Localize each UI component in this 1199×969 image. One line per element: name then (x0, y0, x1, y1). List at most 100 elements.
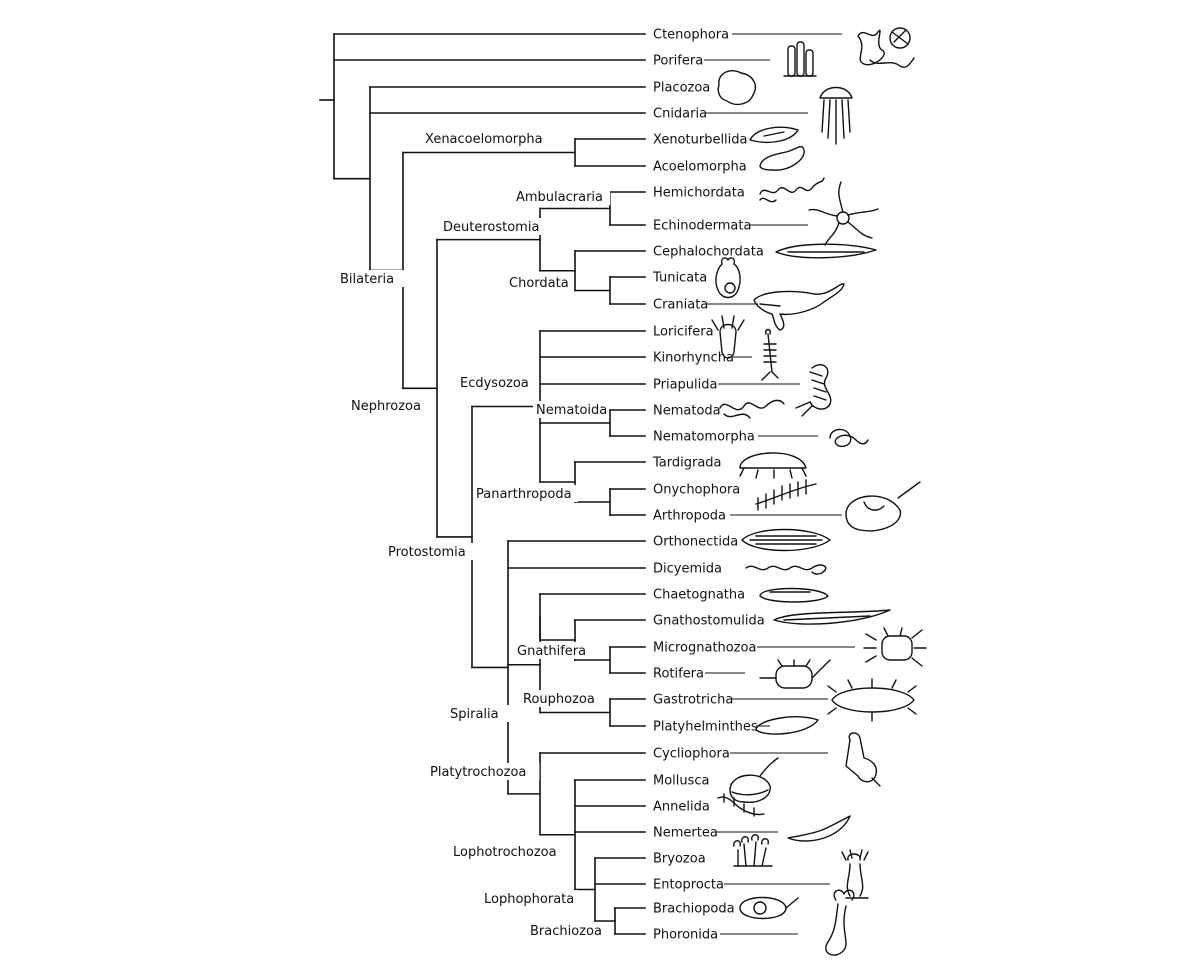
clade-label-bg (457, 374, 532, 391)
clade-label-bg (348, 397, 423, 414)
taxon-label-cycliophora: Cycliophora (653, 747, 730, 762)
taxon-label-gastrotricha: Gastrotricha (653, 693, 733, 708)
taxon-label-arthropoda: Arthropoda (653, 509, 726, 524)
lancelet-icon (775, 243, 877, 259)
taxon-label-bryozoa: Bryozoa (653, 852, 706, 867)
mud-dragon-icon (761, 328, 779, 381)
clade-label-bg (450, 843, 563, 860)
clade-label-bg (520, 690, 595, 707)
clade-label-spiralia: Spiralia (450, 707, 499, 722)
loriciferan-icon (711, 315, 745, 359)
tree-branches (319, 33, 646, 935)
organism-illustrations (711, 27, 927, 956)
clade-label-bg (447, 705, 514, 722)
clade-label-lophotrochozoa: Lophotrochozoa (453, 845, 557, 860)
taxon-label-chaetognatha: Chaetognatha (653, 588, 745, 603)
flatworm-icon (755, 716, 819, 735)
gastrotrich-icon (827, 678, 917, 722)
sponge-icon (783, 41, 817, 77)
xenoturbella-icon (749, 126, 799, 144)
taxon-label-annelida: Annelida (653, 800, 710, 815)
taxon-label-phoronida: Phoronida (653, 928, 718, 943)
taxon-label-porifera: Porifera (653, 54, 703, 69)
clade-label-gnathifera: Gnathifera (517, 644, 586, 659)
taxon-label-craniata: Craniata (653, 298, 708, 313)
taxon-label-entoprocta: Entoprocta (653, 878, 724, 893)
taxon-label-dicyemida: Dicyemida (653, 562, 722, 577)
ribbon-worm-icon (787, 815, 851, 842)
taxon-label-rotifera: Rotifera (653, 667, 704, 682)
taxon-label-xenoturbellida: Xenoturbellida (653, 133, 748, 148)
clade-label-lophophorata: Lophophorata (484, 892, 574, 907)
acorn-worm-icon (759, 177, 825, 203)
orthonectid-icon (741, 528, 831, 552)
taxon-label-acoelomorpha: Acoelomorpha (653, 160, 747, 175)
acoel-worm-icon (759, 145, 805, 171)
symbion-icon (845, 732, 881, 787)
clade-label-bg (527, 922, 609, 939)
clade-label-bg (514, 642, 596, 659)
clade-label-rouphozoa: Rouphozoa (523, 692, 595, 707)
taxon-label-tardigrada: Tardigrada (652, 456, 722, 471)
roundworm-icon (719, 399, 785, 419)
clade-label-bg (427, 763, 540, 780)
taxon-label-priapulida: Priapulida (653, 378, 717, 393)
horseshoe-worm-icon (825, 889, 855, 956)
taxon-label-platyhelminthes: Platyhelminthes (653, 720, 758, 735)
clade-label-nematoida: Nematoida (536, 403, 607, 418)
clade-label-bg (440, 218, 545, 235)
taxon-label-brachiopoda: Brachiopoda (653, 902, 735, 917)
taxon-label-echinodermata: Echinodermata (653, 219, 751, 234)
clade-label-bg (385, 543, 475, 560)
taxon-label-kinorhyncha: Kinorhyncha (653, 351, 734, 366)
taxon-label-nematomorpha: Nematomorpha (653, 430, 755, 445)
taxon-label-tunicata: Tunicata (652, 271, 707, 286)
placozoan-icon (717, 69, 757, 106)
arrow-worm-icon (759, 587, 829, 603)
clade-label-bg (506, 274, 573, 291)
brittle-star-icon (808, 181, 879, 246)
clade-label-bg (337, 270, 412, 287)
segmented-worm-icon (717, 793, 765, 817)
taxon-label-hemichordata: Hemichordata (653, 186, 745, 201)
taxon-label-micrognathozoa: Micrognathozoa (653, 641, 756, 656)
clade-label-bg (422, 130, 542, 147)
penis-worm-icon (795, 364, 832, 417)
clade-label-bg (481, 890, 579, 907)
clade-labels: XenacoelomorphaAmbulacrariaDeuterostomia… (337, 130, 611, 939)
taxon-label-cephalochordata: Cephalochordata (653, 245, 764, 260)
jellyfish-icon (819, 86, 853, 145)
clade-label-ambulacraria: Ambulacraria (516, 190, 603, 205)
clade-label-panarthropoda: Panarthropoda (476, 487, 572, 502)
clade-label-platytrochozoa: Platytrochozoa (430, 765, 526, 780)
snail-icon (729, 757, 779, 803)
clade-label-deuterostomia: Deuterostomia (443, 220, 539, 235)
clade-label-nephrozoa: Nephrozoa (351, 399, 421, 414)
clade-label-chordata: Chordata (509, 276, 569, 291)
moss-animal-icon (733, 834, 773, 867)
clade-label-bg (533, 401, 608, 418)
limnognathia-icon (863, 627, 927, 667)
sea-squirt-icon (715, 257, 741, 299)
clade-label-xenacoelomorpha: Xenacoelomorpha (425, 132, 543, 147)
jaw-worm-icon (773, 609, 891, 625)
comb-jelly-icon (857, 27, 915, 68)
taxon-label-ctenophora: Ctenophora (653, 28, 729, 43)
taxon-label-orthonectida: Orthonectida (653, 535, 738, 550)
taxon-label-gnathostomulida: Gnathostomulida (653, 614, 765, 629)
clade-label-ecdysozoa: Ecdysozoa (460, 376, 529, 391)
entoproct-icon (841, 849, 869, 899)
rotifer-icon (759, 659, 831, 689)
clade-label-protostomia: Protostomia (388, 545, 466, 560)
taxon-label-placozoa: Placozoa (653, 81, 710, 96)
taxon-labels: CtenophoraPoriferaPlacozoaCnidariaXenotu… (652, 28, 765, 943)
taxon-label-nematoda: Nematoda (653, 404, 721, 419)
taxon-label-loricifera: Loricifera (653, 325, 714, 340)
taxon-label-onychophora: Onychophora (653, 483, 740, 498)
tardigrade-icon (739, 452, 807, 479)
clade-label-bg (513, 188, 611, 205)
whale-icon (753, 283, 845, 331)
clade-label-brachiozoa: Brachiozoa (530, 924, 602, 939)
horsehair-worm-icon (829, 428, 869, 448)
